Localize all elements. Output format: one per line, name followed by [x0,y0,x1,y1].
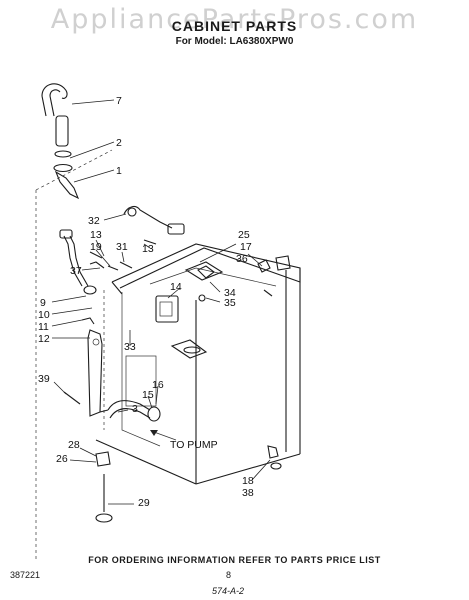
callout-10: 10 [38,309,50,321]
leader-1 [73,169,115,183]
callout-36: 36 [236,253,248,265]
leader-25 [199,243,237,263]
leader-31 [121,251,125,263]
callout-7: 7 [116,95,122,107]
watermark: AppliancePartsPros.com [50,4,419,35]
leader-13a [95,239,105,257]
callout-38: 38 [242,487,254,499]
callout-13-right: 13 [142,243,154,255]
leader-14 [167,287,181,299]
pump-hose-part [99,400,161,422]
leader-3 [117,409,129,413]
callout-17: 17 [240,241,252,253]
callout-34: 34 [224,287,236,299]
callout-31: 31 [116,241,128,253]
drain-hose-part [41,83,80,200]
callout-14: 14 [170,281,182,293]
cabinet-body [95,243,301,485]
leader-28 [79,447,97,457]
callout-32: 32 [88,215,100,227]
callout-11: 11 [38,321,49,333]
ordering-note: FOR ORDERING INFORMATION REFER TO PARTS … [88,555,381,565]
guide-line-hose [35,149,113,191]
leader-11 [51,319,83,327]
callout-37: 37 [70,265,82,277]
page-title: CABINET PARTS [171,18,298,34]
model-subtitle: For Model: LA6380XPW0 [175,36,294,47]
top-screws [89,239,157,271]
callout-3: 3 [132,403,138,415]
leader-26 [69,459,97,463]
leader-7 [71,99,115,105]
callout-9: 9 [40,297,46,309]
leader-34 [209,281,221,293]
callout-39: 39 [38,373,50,385]
callout-12: 12 [38,333,50,345]
page-number: 8 [226,570,232,580]
leader-9 [51,295,87,303]
callout-33: 33 [124,341,136,353]
right-hardware [197,255,291,302]
callout-29: 29 [138,497,150,509]
to-pump-arrow: TO PUMP [150,430,218,451]
leader-16 [155,385,159,405]
leader-18 [251,459,271,481]
leader-35 [205,297,221,303]
callout-25: 25 [238,229,250,241]
callout-26: 26 [56,453,68,465]
callout-13-left: 13 [90,229,102,241]
screw-part-39 [63,391,81,405]
cord-part-32 [123,205,185,235]
callout-35: 35 [224,297,236,309]
callout-16: 16 [152,379,164,391]
callout-15: 15 [142,389,154,401]
callout-19: 19 [90,241,102,253]
to-pump-label: TO PUMP [170,439,218,451]
leader-36 [247,253,263,267]
leader-19 [95,249,111,267]
leader-10 [51,307,93,315]
callout-18: 18 [242,475,254,487]
callout-28: 28 [68,439,80,451]
callout-1: 1 [116,165,122,177]
leader-2 [69,141,115,159]
leader-32 [103,213,127,221]
callout-numbers: 7 2 1 32 13 19 31 13 25 17 36 34 35 37 9… [38,95,254,509]
leader-37 [81,267,101,271]
page-code: 574-A-2 [212,586,245,596]
leader-13b [143,243,151,249]
leveling-feet [95,445,282,523]
leader-15 [147,395,153,409]
reference-number: 387221 [10,570,41,580]
callout-2: 2 [116,137,122,149]
